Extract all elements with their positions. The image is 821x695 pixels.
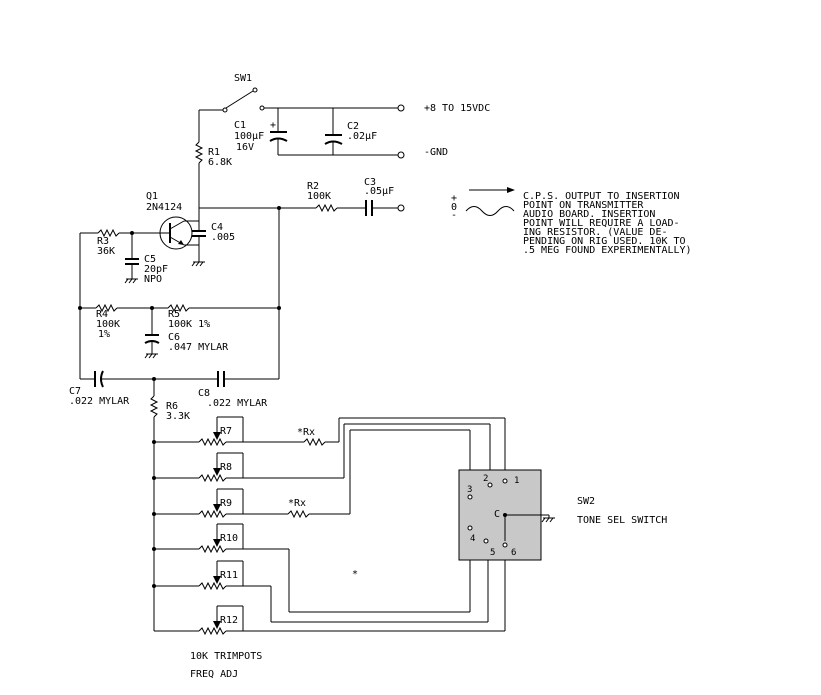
r5-value: 100K 1% <box>168 319 210 330</box>
c5-name: C5 <box>144 254 156 265</box>
sw2-common-label: C <box>494 509 500 520</box>
sw2-name: SW2 <box>577 496 595 507</box>
c3-name: C3 <box>364 177 376 188</box>
q1-part: 2N4124 <box>146 202 182 213</box>
rx-top-label: *Rx <box>297 427 315 438</box>
note-minus: - <box>451 210 457 221</box>
c6-name: C6 <box>168 332 180 343</box>
output-terminal <box>397 204 405 212</box>
rx-mid-label: *Rx <box>288 498 306 509</box>
r2-name: R2 <box>307 181 319 192</box>
c4-name: C4 <box>211 222 223 233</box>
r6-value: 3.3K <box>166 411 190 422</box>
r10-label: R10 <box>220 533 238 544</box>
supply-positive-label: +8 TO 15VDC <box>424 103 490 114</box>
capacitor-c4 <box>191 221 206 267</box>
c1-value: 100µF <box>234 131 264 142</box>
note-line-4: POINT WILL REQUIRE A LOAD- <box>523 218 680 229</box>
note-line-5: ING RESISTOR. (VALUE DE- <box>523 227 668 238</box>
capacitor-c5 <box>124 233 139 284</box>
r8-label: R8 <box>220 462 232 473</box>
c7-name: C7 <box>69 386 81 397</box>
c5-value: 20pF <box>144 264 168 275</box>
svg-text:+: + <box>270 120 276 131</box>
power-switch-sw1: SW1 <box>199 73 265 113</box>
rotary-switch-sw2 <box>458 469 555 561</box>
capacitor-c2 <box>324 108 343 155</box>
trimpot-r10 <box>152 523 244 554</box>
sw2-label: TONE SEL SWITCH <box>577 515 667 526</box>
c2-value: .02µF <box>347 131 377 142</box>
note-zero: 0 <box>451 202 457 213</box>
r4-tolerance: 1% <box>98 329 110 340</box>
c1-voltage: 16V <box>236 142 254 153</box>
r4-name: R4 <box>96 309 108 320</box>
note-plus: + <box>451 193 457 204</box>
q1-name: Q1 <box>146 191 158 202</box>
c8-name: C8 <box>198 388 210 399</box>
sw2-pin-2: 2 <box>483 474 488 484</box>
r4-value: 100K <box>96 319 120 330</box>
c6-value: .047 MYLAR <box>168 342 229 353</box>
r1-name: R1 <box>208 147 220 158</box>
r3-value: 36K <box>97 246 115 257</box>
resistor-r5 <box>167 303 279 313</box>
sw2-pin-3: 3 <box>467 485 472 495</box>
supply-ground-label: -GND <box>424 147 448 158</box>
note-line-6: PENDING ON RIG USED. 10K TO <box>523 236 686 247</box>
freq-adj-note: FREQ ADJ <box>190 669 238 680</box>
note-line-1: C.P.S. OUTPUT TO INSERTION <box>523 191 680 202</box>
sw2-pin-6: 6 <box>511 548 516 558</box>
capacitor-c8 <box>217 371 279 387</box>
resistor-r2 <box>315 203 365 213</box>
positive-terminal <box>397 104 405 112</box>
trimpot-wiring <box>243 417 506 632</box>
r11-label: R11 <box>220 570 238 581</box>
r3-name: R3 <box>97 236 109 247</box>
c1-name: C1 <box>234 120 246 131</box>
r1-value: 6.8K <box>208 157 232 168</box>
trimpot-bank <box>152 416 244 636</box>
trimpot-r12 <box>154 605 244 636</box>
c4-value: .005 <box>211 232 235 243</box>
note-line-2: POINT ON TRANSMITTER <box>523 200 644 211</box>
r5-name: R5 <box>168 309 180 320</box>
resistor-r6 <box>149 379 159 631</box>
c2-name: C2 <box>347 121 359 132</box>
star-note: * <box>352 569 358 580</box>
trimpot-r9 <box>152 488 244 519</box>
trimpots-note: 10K TRIMPOTS <box>190 651 262 662</box>
output-note-symbols <box>465 187 515 216</box>
sw2-pin-1: 1 <box>514 476 519 486</box>
sw1-label: SW1 <box>234 73 252 84</box>
resistor-r3 <box>80 228 148 238</box>
capacitor-c3 <box>365 200 398 216</box>
trimpot-r7 <box>152 416 244 447</box>
transistor-q1 <box>148 208 200 250</box>
r2-value: 100K <box>307 191 331 202</box>
note-line-7: .5 MEG FOUND EXPERIMENTALLY) <box>523 245 692 256</box>
capacitor-c1: + <box>269 108 288 155</box>
r12-label: R12 <box>220 615 238 626</box>
r6-name: R6 <box>166 401 178 412</box>
resistor-r1 <box>194 110 204 208</box>
trimpot-r11 <box>152 560 244 591</box>
trimpot-r8 <box>152 452 244 483</box>
c7-value: .022 MYLAR <box>69 396 130 407</box>
sw2-pin-5: 5 <box>490 548 495 558</box>
r7-label: R7 <box>220 426 232 437</box>
c5-type: NPO <box>144 274 162 285</box>
r9-label: R9 <box>220 498 232 509</box>
capacitor-c7 <box>80 370 218 388</box>
sw2-pin-4: 4 <box>470 534 475 544</box>
capacitor-c6 <box>144 308 160 359</box>
resistor-r4 <box>80 303 168 313</box>
ground-terminal <box>397 151 405 159</box>
c8-value: .022 MYLAR <box>207 398 268 409</box>
c3-value: .05µF <box>364 186 394 197</box>
note-line-3: AUDIO BOARD. INSERTION <box>523 209 655 220</box>
